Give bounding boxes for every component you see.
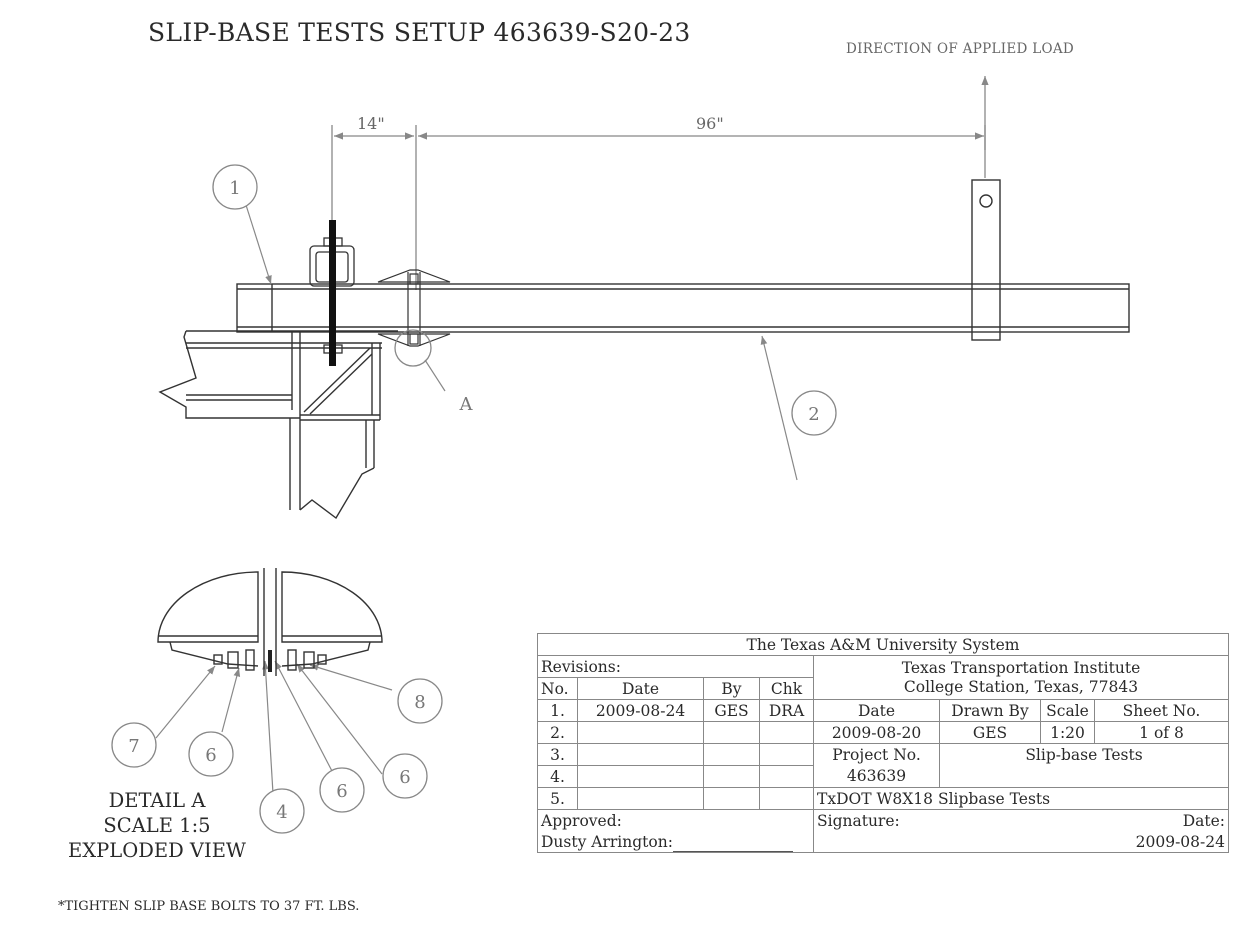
- rev-chk: [759, 787, 814, 810]
- direction-of-load-label: DIRECTION OF APPLIED LOAD: [846, 41, 1075, 57]
- approver-cell: Dusty Arrington:: [537, 831, 814, 853]
- info-drawn-by-value: GES: [939, 721, 1041, 744]
- rev-by: GES: [703, 699, 760, 722]
- info-scale-value: 1:20: [1040, 721, 1095, 744]
- detail-a-caption: DETAIL A SCALE 1:5 EXPLODED VIEW: [44, 788, 270, 863]
- rev-chk: [759, 743, 814, 766]
- info-date-header: Date: [813, 699, 940, 722]
- rev-by: [703, 765, 760, 788]
- approved-label: Approved:: [537, 809, 814, 831]
- institute-block: Texas Transportation Institute College S…: [813, 655, 1229, 700]
- dimension-lines: [331, 76, 989, 290]
- callout-circles: [111, 164, 837, 834]
- header-no: No.: [537, 677, 578, 700]
- header-chk: Chk: [759, 677, 814, 700]
- rev-by: [703, 787, 760, 810]
- rev-date: [577, 721, 704, 744]
- project-no-value: 463639: [813, 765, 940, 788]
- rev-no: 2.: [537, 721, 578, 744]
- drawing-description: TxDOT W8X18 Slipbase Tests: [813, 787, 1229, 810]
- slip-base-plates: [377, 269, 451, 347]
- drawing-title: SLIP-BASE TESTS SETUP 463639-S20-23: [148, 18, 691, 47]
- callout-2: 2: [808, 404, 819, 425]
- approver-name: Dusty Arrington:: [541, 832, 673, 851]
- rev-date: [577, 787, 704, 810]
- info-drawn-by-header: Drawn By: [939, 699, 1041, 722]
- base-structure: [158, 330, 398, 520]
- org-name: The Texas A&M University System: [537, 633, 1229, 656]
- signature-label: Signature:: [813, 809, 1041, 831]
- info-sheet-value: 1 of 8: [1094, 721, 1229, 744]
- detail-a-view: [157, 568, 383, 676]
- rev-by: [703, 721, 760, 744]
- rev-no: 1.: [537, 699, 578, 722]
- rev-date: [577, 765, 704, 788]
- project-no-label: Project No.: [813, 743, 940, 766]
- callout-1: 1: [229, 178, 240, 199]
- callout-7: 7: [128, 736, 139, 757]
- rev-chk: [759, 765, 814, 788]
- info-date-value: 2009-08-20: [813, 721, 940, 744]
- leader-lines: [155, 204, 798, 811]
- title-block: The Texas A&M University System Revision…: [537, 633, 1229, 853]
- signature-field: [813, 831, 1041, 853]
- institute-name: Texas Transportation Institute: [901, 658, 1141, 677]
- rev-chk: [759, 721, 814, 744]
- detail-title: DETAIL A: [108, 789, 206, 812]
- info-scale-header: Scale: [1040, 699, 1095, 722]
- info-sheet-header: Sheet No.: [1094, 699, 1229, 722]
- rev-date: 2009-08-24: [577, 699, 704, 722]
- dimension-14: 14": [357, 114, 385, 133]
- callout-6: 6: [399, 767, 410, 788]
- rev-no: 3.: [537, 743, 578, 766]
- rev-no: 5.: [537, 787, 578, 810]
- institute-address: College Station, Texas, 77843: [903, 677, 1139, 696]
- callout-6: 6: [336, 781, 347, 802]
- header-date: Date: [577, 677, 704, 700]
- threaded-rod: [329, 220, 336, 366]
- approver-underline: [672, 837, 793, 852]
- margin-file-path: [1228, 10, 1238, 930]
- detail-view-type: EXPLODED VIEW: [68, 839, 246, 862]
- dimension-96: 96": [696, 114, 724, 133]
- rev-by: [703, 743, 760, 766]
- header-by: By: [703, 677, 760, 700]
- callout-4: 4: [276, 802, 287, 823]
- detail-center-plate: [268, 650, 272, 672]
- load-clevis: [971, 179, 1001, 341]
- approved-date: 2009-08-24: [1040, 831, 1229, 853]
- date-label: Date:: [1040, 809, 1229, 831]
- project-name: Slip-base Tests: [939, 743, 1229, 788]
- callout-6: 6: [205, 745, 216, 766]
- torque-note: *TIGHTEN SLIP BASE BOLTS TO 37 FT. LBS.: [58, 899, 360, 914]
- revisions-label: Revisions:: [537, 655, 814, 678]
- rev-chk: DRA: [759, 699, 814, 722]
- detail-scale: SCALE 1:5: [103, 814, 211, 837]
- detail-letter-a: A: [459, 394, 474, 415]
- rev-no: 4.: [537, 765, 578, 788]
- main-beam: [236, 283, 1130, 333]
- rev-date: [577, 743, 704, 766]
- callout-8: 8: [414, 692, 425, 713]
